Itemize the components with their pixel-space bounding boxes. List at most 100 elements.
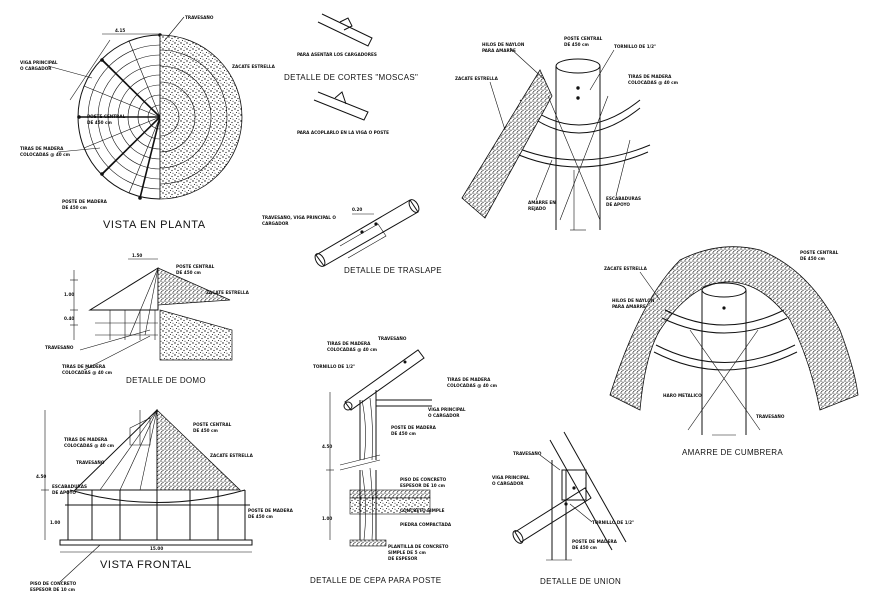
vista-en-planta-drawing (69, 33, 243, 200)
label-escabaduras-fr: ESCABADURAS (52, 484, 87, 489)
label-tornillo-union: TORNILLO DE 1/2" (592, 520, 634, 525)
label-poste-central-domo: POSTE CENTRAL (176, 264, 215, 269)
label-travesano-fr: TRAVESAÑO (76, 460, 105, 465)
dim-frontal-width: 15.00 (150, 546, 163, 551)
amarre-cumbrera-drawing (609, 246, 859, 436)
label-travesano-union: TRAVESAÑO (513, 451, 542, 456)
dim-traslape: 0.20 (352, 207, 362, 212)
label-tiras-tr: TIRAS DE MADERA (628, 74, 672, 79)
label-poste-450b-plan: DE 450 cm (62, 205, 87, 210)
label-cargador-plan: O CARGADOR (20, 66, 52, 71)
title-traslape: DETALLE DE TRASLAPE (344, 266, 442, 275)
label-tiras-cepa-r: TIRAS DE MADERA (447, 377, 491, 382)
dim-domo-top: 1.50 (132, 253, 142, 258)
label-colocadas-domo: COLOCADAS @ 40 cm (62, 370, 113, 375)
label-apoyo-fr: DE APOYO (52, 490, 76, 495)
label-poste-450-union: DE 450 cm (572, 545, 597, 550)
cepa-poste-drawing (326, 349, 432, 547)
label-rejado-tr: REJADO (528, 206, 546, 211)
dim-cepa-height: 4.50 (322, 444, 332, 449)
label-poste-450-fr2: DE 450 cm (248, 514, 273, 519)
dim-frontal-height: 4.50 (36, 474, 46, 479)
label-poste-central-cumb: POSTE CENTRAL (800, 250, 839, 255)
vista-frontal-drawing (41, 408, 253, 553)
label-colocadas-fr: COLOCADAS @ 40 cm (64, 443, 115, 448)
label-zacate-cumb: ZACATE ESTRELLA (604, 266, 648, 271)
label-poste-madera-union: POSTE DE MADERA (572, 539, 618, 544)
label-travesano-cepa: TRAVESAÑO (378, 336, 407, 341)
label-poste-450-fr: DE 450 cm (193, 428, 218, 433)
label-amarre-tr: PARA AMARRE (482, 48, 516, 53)
title-vista-en-planta: VISTA EN PLANTA (103, 219, 206, 231)
label-hilos-tr: HILOS DE NAYLON (482, 42, 525, 47)
label-cargador-cepa: O CARGADOR (428, 413, 460, 418)
label-colocadas-cepa: COLOCADAS @ 40 cm (327, 347, 378, 352)
label-espesor-fr: ESPESOR DE 10 cm (30, 587, 76, 592)
label-tornillo-cepa: TORNILLO DE 1/2" (313, 364, 355, 369)
label-plantilla-cepa: PLANTILLA DE CONCRETO (388, 544, 449, 549)
label-travesano-cumb: TRAVESAÑO (756, 414, 785, 419)
dim-plan-width: 4.15 (115, 28, 125, 33)
label-apoyo-tr: DE APOYO (606, 202, 630, 207)
label-piso-fr: PISO DE CONCRETO (30, 581, 77, 586)
label-viga-cepa: VIGA PRINCIPAL (428, 407, 466, 412)
label-concreto-cepa: CONCRETO SIMPLE (400, 508, 445, 513)
label-tiras-plan: TIRAS DE MADERA (20, 146, 64, 151)
label-amarre-en-tr: AMARRE EN (528, 200, 556, 205)
cortes-moscas-drawing (313, 13, 373, 121)
label-poste-central-plan: POSTE CENTRAL (87, 114, 126, 119)
label-poste-madera-fr: POSTE DE MADERA (248, 508, 294, 513)
label-cargador-union: O CARGADOR (492, 481, 524, 486)
title-cepa-poste: DETALLE DE CEPA PARA POSTE (310, 576, 441, 585)
label-piso-cepa: PISO DE CONCRETO (400, 477, 447, 482)
label-hilos-cumb: HILOS DE NAYLON (612, 298, 655, 303)
label-zacate-domo: ZACATE ESTRELLA (206, 290, 250, 295)
label-asentar: PARA ASENTAR LOS CARGADORES (297, 52, 377, 57)
dim-domo-low: 0.40 (64, 316, 74, 321)
label-traslape-cargador: CARGADOR (262, 221, 289, 226)
label-travesano-domo: TRAVESAÑO (45, 345, 74, 350)
label-tiras-domo: TIRAS DE MADERA (62, 364, 106, 369)
label-poste-central-tr: POSTE CENTRAL (564, 36, 603, 41)
label-escabaduras-tr: ESCABADURAS (606, 196, 641, 201)
label-poste-450-domo: DE 450 cm (176, 270, 201, 275)
label-colocadas-tr: COLOCADAS @ 40 cm (628, 80, 679, 85)
label-espesor2-cepa: DE ESPESOR (388, 556, 418, 561)
label-colocadas-plan: COLOCADAS @ 40 cm (20, 152, 71, 157)
detalle-union-drawing (512, 431, 627, 561)
label-aro-cumb: HARO METALICO (663, 393, 702, 398)
label-tornillo-tr: TORNILLO DE 1/2" (614, 44, 656, 49)
label-poste-madera-cepa: POSTE DE MADERA (391, 425, 437, 430)
label-viga-union: VIGA PRINCIPAL (492, 475, 530, 480)
title-cortes-moscas: DETALLE DE CORTES "MOSCAS" (284, 73, 418, 82)
traslape-drawing (314, 199, 420, 267)
label-poste-450-cepa: DE 450 cm (391, 431, 416, 436)
label-zacate-tr: ZACATE ESTRELLA (455, 76, 499, 81)
dim-frontal-low: 1.00 (50, 520, 60, 525)
label-colocadas-cepa-r: COLOCADAS @ 40 cm (447, 383, 498, 388)
poste-amarre-drawing (461, 58, 651, 231)
label-tiras-fr: TIRAS DE MADERA (64, 437, 108, 442)
label-espesor-cepa: ESPESOR DE 10 cm (400, 483, 446, 488)
label-zacate-fr: ZACATE ESTRELLA (210, 453, 254, 458)
detalle-domo-drawing (70, 258, 233, 371)
title-detalle-union: DETALLE DE UNION (540, 577, 621, 586)
dim-domo-height: 1.00 (64, 292, 74, 297)
label-travesano-plan: TRAVESAÑO (185, 15, 214, 20)
label-acoplarlo: PARA ACOPLARLO EN LA VIGA O POSTE (297, 130, 389, 135)
label-tiras-cepa: TIRAS DE MADERA (327, 341, 371, 346)
label-traslape-viga: TRAVESAÑO, VIGA PRINCIPAL O (262, 215, 336, 220)
title-amarre-cumbrera: AMARRE DE CUMBRERA (682, 448, 783, 457)
label-piedra-cepa: PIEDRA COMPACTADA (400, 522, 452, 527)
title-detalle-domo: DETALLE DE DOMO (126, 376, 206, 385)
label-simple-cepa: SIMPLE DE 5 cm (388, 550, 426, 555)
label-poste-450-cumb: DE 450 cm (800, 256, 825, 261)
label-poste-central-fr: POSTE CENTRAL (193, 422, 232, 427)
label-amarre-cumb: PARA AMARRE (612, 304, 646, 309)
title-vista-frontal: VISTA FRONTAL (100, 559, 192, 571)
label-viga-plan: VIGA PRINCIPAL (20, 60, 58, 65)
label-zacate-plan: ZACATE ESTRELLA (232, 64, 276, 69)
label-poste-450-plan: DE 450 cm (87, 120, 112, 125)
dim-cepa-low: 1.00 (322, 516, 332, 521)
